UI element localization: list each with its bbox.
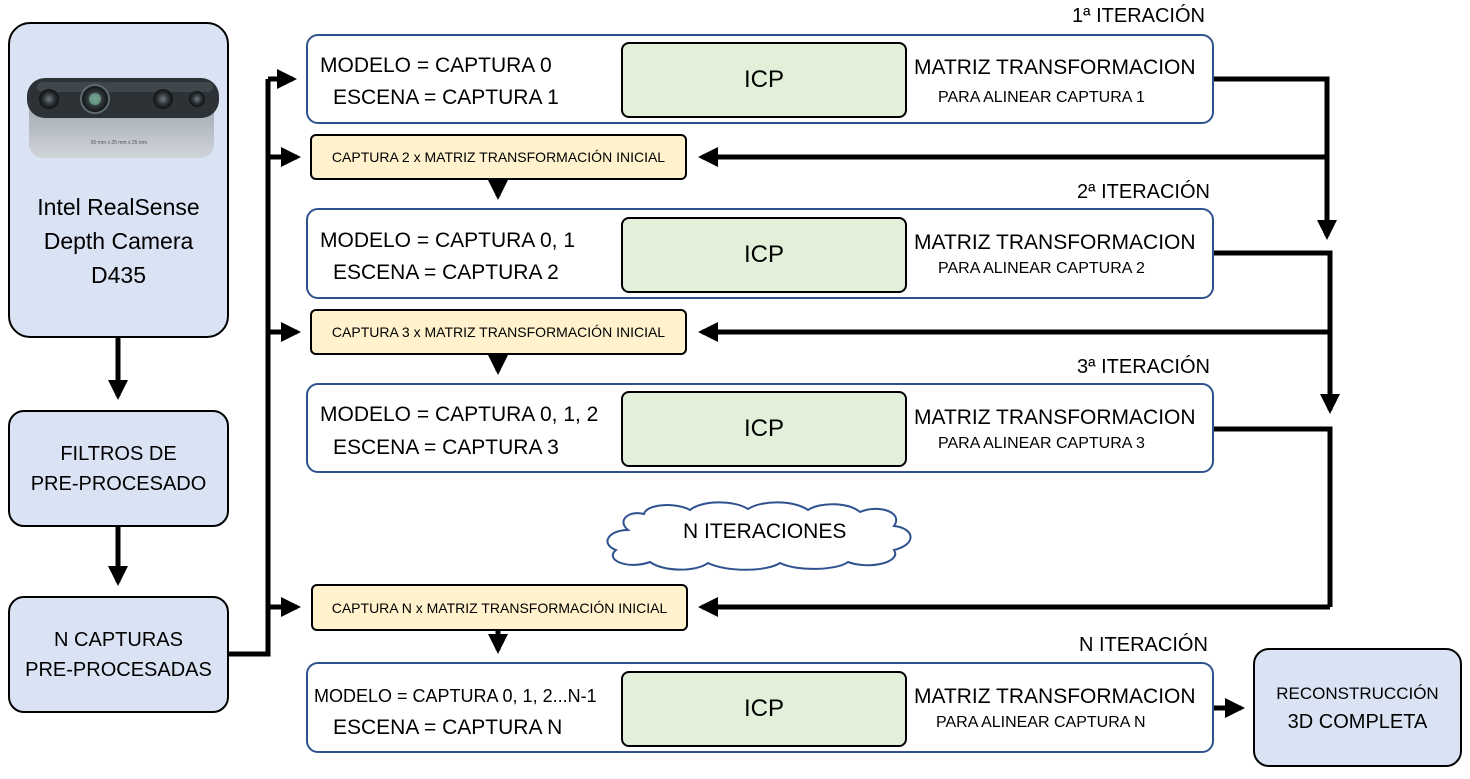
matriz-text: MATRIZ TRANSFORMACION [914, 231, 1196, 254]
iteration-label-n: N ITERACIÓN [1079, 634, 1208, 656]
iteration-label-2: 2ª ITERACIÓN [1077, 181, 1210, 203]
escena-text: ESCENA = CAPTURA 3 [333, 436, 559, 459]
camera-dimension-text: 90 mm x 25 mm x 25 mm [90, 140, 146, 146]
reconstruccion-box: RECONSTRUCCIÓN 3D COMPLETA [1253, 648, 1462, 767]
connector-iter3-out [1214, 426, 1333, 607]
n-iteraciones-cloud [606, 501, 912, 571]
filtros-label-line: FILTROS DE [60, 442, 177, 465]
camera-box: 90 mm x 25 mm x 25 mm Intel RealSense De… [8, 22, 229, 338]
captura-n-box: CAPTURA N x MATRIZ TRANSFORMACIÓN INICIA… [311, 584, 688, 631]
matriz-text: MATRIZ TRANSFORMACION [914, 406, 1196, 429]
iteration-box-n: MODELO = CAPTURA 0, 1, 2...N-1 ESCENA = … [306, 662, 1214, 753]
camera-label-line: D435 [91, 262, 146, 288]
filtros-box: FILTROS DE PRE-PROCESADO [8, 410, 229, 527]
icp-box: ICP [621, 391, 907, 467]
connector-capturas-bus [229, 79, 271, 657]
reconstruccion-label-line: 3D COMPLETA [1287, 710, 1428, 733]
icp-box: ICP [621, 217, 907, 293]
depth-camera-image: 90 mm x 25 mm x 25 mm [26, 78, 219, 158]
captura-2-box: CAPTURA 2 x MATRIZ TRANSFORMACIÓN INICIA… [310, 134, 687, 180]
iteration-label-1: 1ª ITERACIÓN [1072, 5, 1205, 27]
camera-label-line: Depth Camera [43, 228, 194, 254]
iteration-label-3: 3ª ITERACIÓN [1077, 356, 1210, 378]
capturas-label-line: N CAPTURAS [54, 628, 183, 651]
matriz-text: MATRIZ TRANSFORMACION [914, 685, 1196, 708]
reconstruccion-label-line: RECONSTRUCCIÓN [1276, 683, 1439, 703]
modelo-text: MODELO = CAPTURA 0, 1 [320, 229, 575, 252]
modelo-text: MODELO = CAPTURA 0 [320, 54, 552, 77]
connector-iter2-out [1214, 250, 1340, 414]
captura-3-box: CAPTURA 3 x MATRIZ TRANSFORMACIÓN INICIA… [310, 309, 687, 355]
escena-text: ESCENA = CAPTURA 1 [333, 86, 559, 109]
para-alinear-text: PARA ALINEAR CAPTURA 2 [938, 260, 1145, 277]
connector-iter1-out [1214, 76, 1337, 240]
iteration-box-3: MODELO = CAPTURA 0, 1, 2 ESCENA = CAPTUR… [306, 383, 1214, 473]
icp-box: ICP [621, 42, 907, 118]
capturas-label-line: PRE-PROCESADAS [25, 658, 212, 681]
icp-box: ICP [621, 671, 907, 747]
escena-text: ESCENA = CAPTURA 2 [333, 261, 559, 284]
filtros-label-line: PRE-PROCESADO [30, 472, 207, 495]
modelo-text: MODELO = CAPTURA 0, 1, 2...N-1 [314, 686, 597, 706]
iteration-box-2: MODELO = CAPTURA 0, 1 ESCENA = CAPTURA 2… [306, 208, 1214, 299]
para-alinear-text: PARA ALINEAR CAPTURA 1 [938, 89, 1145, 106]
escena-text: ESCENA = CAPTURA N [333, 716, 563, 739]
iteration-box-1: MODELO = CAPTURA 0 ESCENA = CAPTURA 1 IC… [306, 34, 1214, 124]
n-iteraciones-label: N ITERACIONES [683, 520, 847, 543]
camera-label-line: Intel RealSense [37, 194, 200, 220]
camera-label: Intel RealSense Depth Camera D435 [37, 190, 199, 292]
matriz-text: MATRIZ TRANSFORMACION [914, 56, 1196, 79]
modelo-text: MODELO = CAPTURA 0, 1, 2 [320, 403, 599, 426]
para-alinear-text: PARA ALINEAR CAPTURA N [936, 714, 1146, 731]
capturas-box: N CAPTURAS PRE-PROCESADAS [8, 596, 229, 713]
para-alinear-text: PARA ALINEAR CAPTURA 3 [938, 435, 1145, 452]
